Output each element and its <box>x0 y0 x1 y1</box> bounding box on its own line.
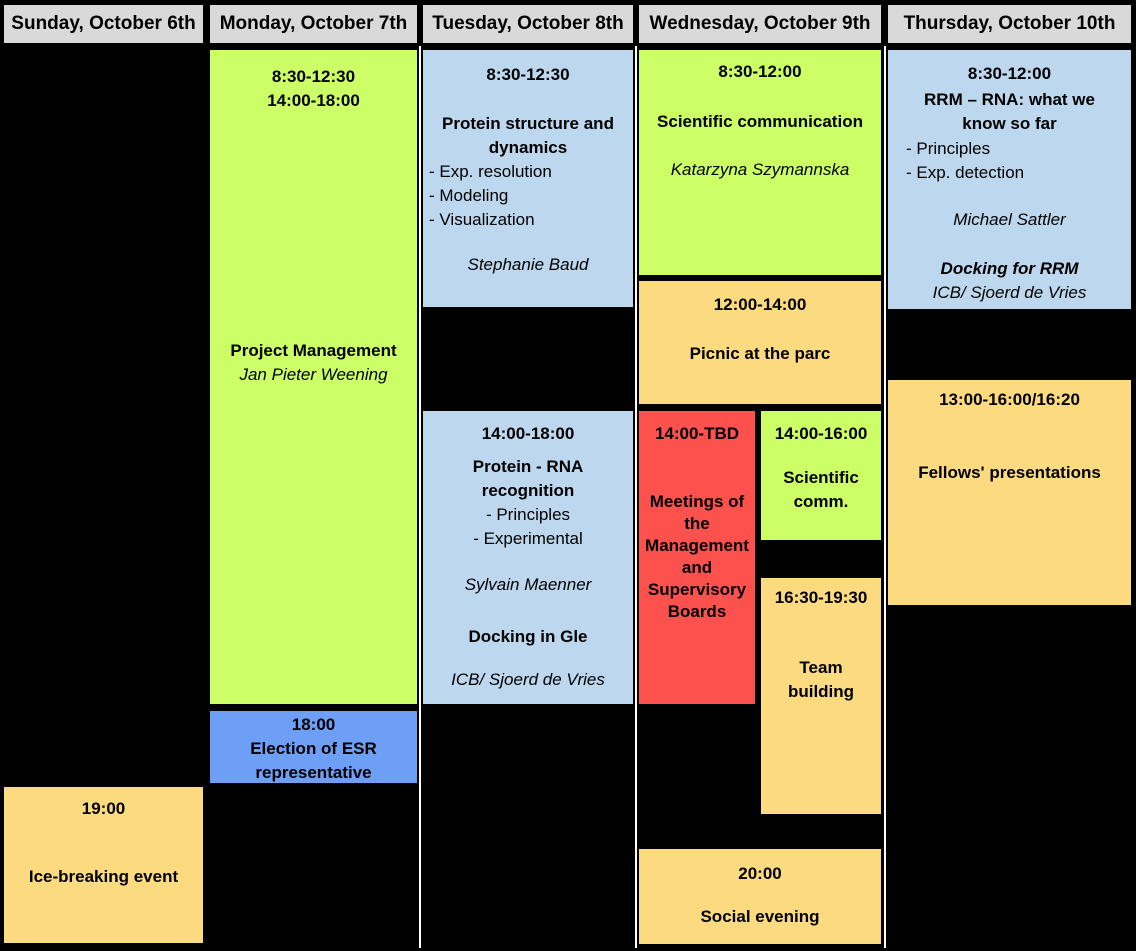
event-rrm-rna: 8:30-12:00 RRM – RNA: what we know so fa… <box>886 48 1133 311</box>
event-time: 13:00-16:00/16:20 <box>939 390 1080 409</box>
event-esr-election: 18:00 Election of ESR representative <box>208 709 419 785</box>
event-time: 14:00-TBD <box>654 424 740 443</box>
event-board-meetings: 14:00-TBD Meetings of the Management and… <box>637 409 757 706</box>
event-title-line: Boards <box>667 602 727 621</box>
event-title-line1: Protein - RNA <box>472 457 584 476</box>
event-bullet: - Principles <box>906 139 991 158</box>
event-time: 14:00-16:00 <box>774 424 868 443</box>
event-title: Scientific communication <box>657 112 863 131</box>
event-title-line2: building <box>787 682 855 701</box>
event-social-evening: 20:00 Social evening <box>637 847 883 946</box>
event-subtitle: Docking for RRM <box>940 259 1079 278</box>
event-title: Fellows' presentations <box>918 463 1101 482</box>
event-title-line1: Team <box>799 658 843 677</box>
event-title: Picnic at the parc <box>689 344 831 363</box>
event-time: 8:30-12:30 <box>486 65 570 84</box>
event-protein-rna-recognition: 14:00-18:00 Protein - RNA recognition - … <box>421 409 635 706</box>
column-divider <box>884 46 886 948</box>
event-title: Project Management <box>230 341 397 360</box>
event-time: 20:00 <box>738 864 782 883</box>
column-divider <box>635 46 637 948</box>
event-title-line2: dynamics <box>488 138 568 157</box>
event-time: 16:30-19:30 <box>774 588 868 607</box>
event-speaker: Stephanie Baud <box>467 255 589 274</box>
event-ice-breaking: 19:00 Ice-breaking event <box>2 785 205 945</box>
event-scientific-comm-short: 14:00-16:00 Scientific comm. <box>759 409 883 542</box>
event-time-afternoon: 14:00-18:00 <box>267 91 360 110</box>
event-title-line1: Scientific <box>783 468 859 487</box>
event-title-line: and <box>681 558 713 577</box>
event-title-line1: Protein structure and <box>442 114 614 133</box>
event-bullet: - Experimental <box>473 529 583 548</box>
event-title: Ice-breaking event <box>28 867 179 886</box>
event-title-line2: comm. <box>793 492 849 511</box>
event-time: 18:00 <box>291 715 336 734</box>
event-title: Social evening <box>700 907 820 926</box>
event-bullet: - Exp. detection <box>906 163 1025 182</box>
event-project-management: 8:30-12:30 14:00-18:00 Project Managemen… <box>208 48 419 706</box>
event-title-line: Meetings of <box>649 492 745 511</box>
day-header-wednesday: Wednesday, October 9th <box>637 3 883 45</box>
event-protein-structure: 8:30-12:30 Protein structure and dynamic… <box>421 48 635 309</box>
day-header-monday: Monday, October 7th <box>208 3 419 45</box>
event-time: 19:00 <box>81 799 126 818</box>
event-title-line2: recognition <box>481 481 575 500</box>
event-title-line1: RRM – RNA: what we <box>924 90 1095 109</box>
event-title-line: the <box>684 514 710 533</box>
event-title-line1: Election of ESR <box>250 739 377 758</box>
event-speaker: Michael Sattler <box>953 210 1066 229</box>
event-fellows-presentations: 13:00-16:00/16:20 Fellows' presentations <box>886 378 1133 607</box>
event-bullet: - Exp. resolution <box>429 162 552 181</box>
event-bullet: - Modeling <box>429 186 509 205</box>
event-time-morning: 8:30-12:30 <box>271 67 356 86</box>
event-title-line2: representative <box>255 763 372 782</box>
event-time: 8:30-12:00 <box>718 62 802 81</box>
event-speaker: Jan Pieter Weening <box>239 365 388 384</box>
event-org: ICB/ Sjoerd de Vries <box>451 670 605 689</box>
event-title-line2: know so far <box>962 114 1057 133</box>
day-header-thursday: Thursday, October 10th <box>886 3 1133 45</box>
event-time: 14:00-18:00 <box>481 424 575 443</box>
event-org: ICB/ Sjoerd de Vries <box>932 283 1087 302</box>
event-title-line: Supervisory <box>647 580 747 599</box>
event-bullet: - Principles <box>485 505 571 524</box>
event-scientific-communication: 8:30-12:00 Scientific communication Kata… <box>637 48 883 277</box>
event-picnic: 12:00-14:00 Picnic at the parc <box>637 279 883 406</box>
event-team-building: 16:30-19:30 Team building <box>759 576 883 816</box>
event-time: 12:00-14:00 <box>713 295 807 314</box>
event-speaker: Sylvain Maenner <box>464 575 592 594</box>
day-header-sunday: Sunday, October 6th <box>2 3 205 45</box>
event-title-line: Management <box>645 536 749 555</box>
event-speaker: Katarzyna Szymannska <box>670 160 850 179</box>
event-bullet: - Visualization <box>429 210 535 229</box>
column-divider <box>419 46 421 948</box>
day-header-tuesday: Tuesday, October 8th <box>421 3 635 45</box>
event-time: 8:30-12:00 <box>967 64 1052 83</box>
event-subtitle: Docking in Gle <box>468 627 588 646</box>
